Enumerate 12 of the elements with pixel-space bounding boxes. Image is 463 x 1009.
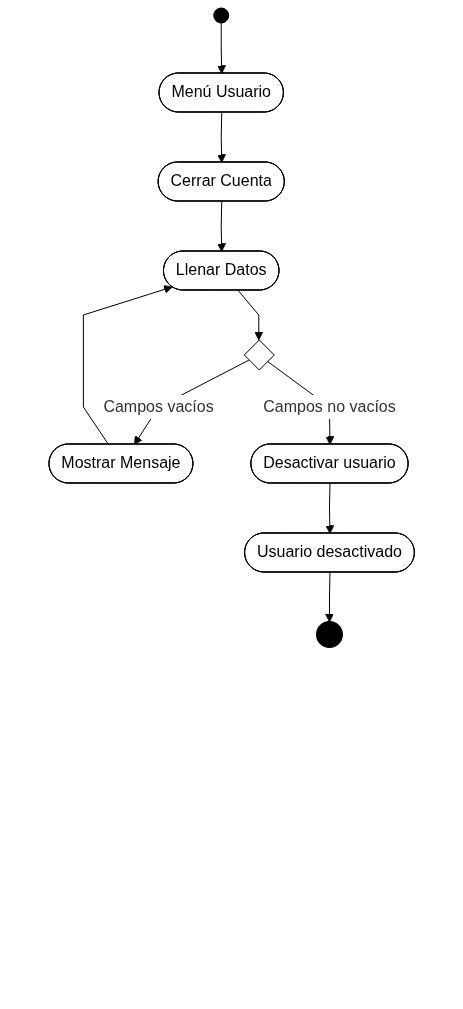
arrow — [217, 22, 226, 74]
node-bullseye — [315, 621, 343, 648]
arrow — [82, 285, 173, 445]
node-diamond — [243, 339, 275, 371]
edge-label: Campos no vacíos — [263, 397, 396, 415]
arrow — [217, 112, 226, 163]
arrow — [217, 201, 226, 252]
arrow — [325, 483, 335, 534]
edge-label: Campos vacíos — [103, 397, 214, 415]
node-circle — [213, 7, 230, 24]
arrow — [324, 572, 334, 623]
arrow — [237, 290, 263, 341]
